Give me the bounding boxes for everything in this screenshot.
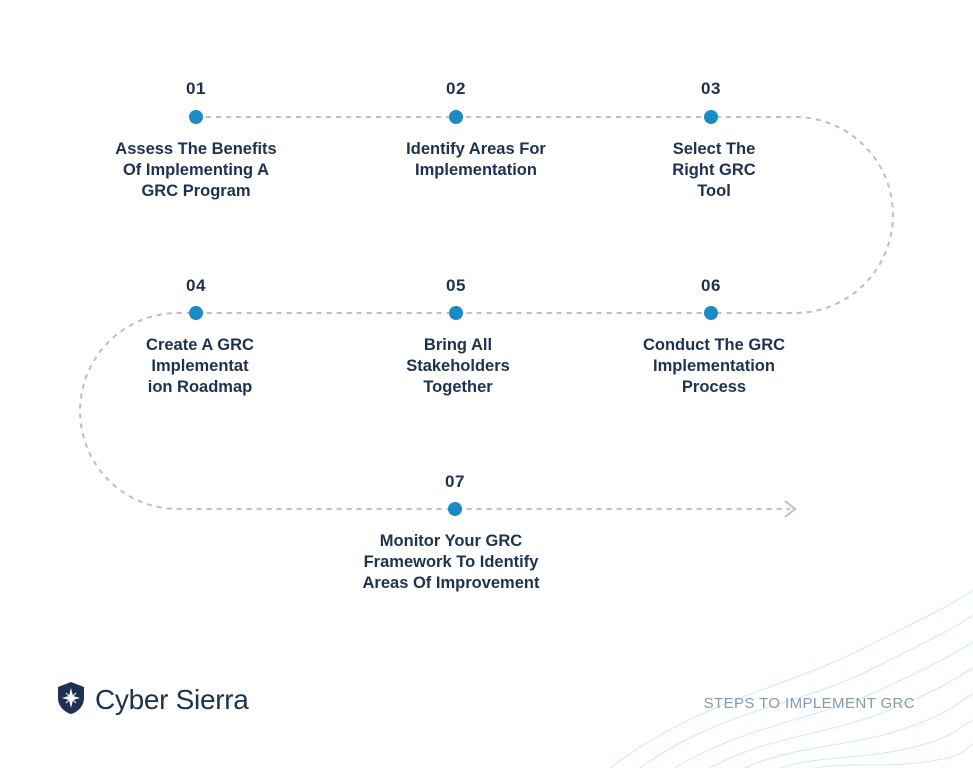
step-dot-03	[704, 110, 718, 124]
step-dot-01	[189, 110, 203, 124]
decorative-waves	[609, 589, 973, 768]
step-number: 05	[446, 276, 466, 295]
step-dot-07	[448, 502, 462, 516]
process-path	[79, 116, 894, 510]
step-label: Assess The Benefits Of Implementing A GR…	[115, 140, 277, 200]
step-number: 07	[445, 472, 465, 491]
step-dot-02	[449, 110, 463, 124]
step-number: 01	[186, 79, 206, 98]
step-label: Create A GRC Implementat ion Roadmap	[146, 336, 254, 396]
step-label: Identify Areas For Implementation	[406, 140, 546, 179]
step-dot-04	[189, 306, 203, 320]
step-number: 04	[186, 276, 206, 295]
shield-compass-icon	[57, 681, 85, 720]
step-dots	[189, 110, 718, 516]
step-number: 03	[701, 79, 721, 98]
step-label: Conduct The GRC Implementation Process	[642, 336, 786, 396]
step-dot-05	[449, 306, 463, 320]
footer-caption: STEPS TO IMPLEMENT GRC	[703, 695, 915, 712]
step-label: Monitor Your GRC Framework To Identify A…	[362, 532, 540, 592]
brand-name: Cyber Sierra	[95, 684, 249, 715]
step-label: Select The Right GRC Tool	[672, 140, 756, 200]
step-dot-06	[704, 306, 718, 320]
step-label: Bring All Stakeholders Together	[406, 336, 510, 396]
arrow-head-icon	[784, 500, 797, 518]
step-number: 06	[701, 276, 721, 295]
step-number: 02	[446, 79, 466, 98]
brand-logo: Cyber Sierra	[57, 681, 249, 720]
